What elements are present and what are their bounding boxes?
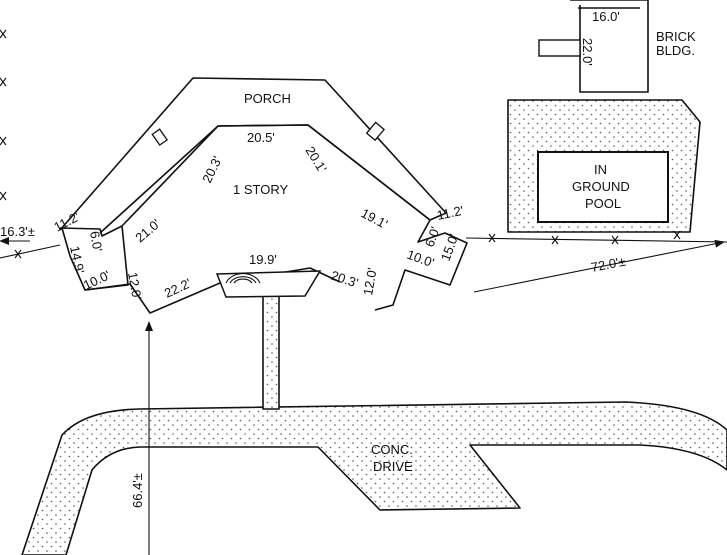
porch-step-left [151,128,169,146]
fence-line-right [465,237,727,243]
dim-20-1: 20.1' [302,144,329,176]
dim-12-0-right: 12.0' [360,267,380,297]
front-stoop [215,270,322,298]
drive-label-2: DRIVE [373,459,413,474]
dim-6-0-right: 6.0' [422,225,443,249]
pool-label-1: IN [594,162,607,177]
house-front-lower [84,267,341,314]
dim-19-1: 19.1' [359,205,391,231]
house-outline [59,124,468,311]
brick-bldg-tab [538,39,581,57]
dim-22-0: 22.0' [580,38,595,66]
dim-11-2-left: 11.2' [51,209,82,235]
dim-66-4: 66.4'± [130,473,145,508]
dim-15-0: 15.0' [438,232,462,263]
dim-12-0-left: 12.0' [125,271,145,301]
dim-6-0-left: 6.0' [87,230,105,253]
pool-label-3: POOL [585,196,621,211]
left-fence-marks [0,29,7,201]
dim-16-3: 16.3'± [0,224,35,239]
in-ground-pool [537,151,669,223]
dim-20-3-lower: 20.3' [329,268,360,291]
walkway [262,295,280,410]
dim-21-0: 21.0' [132,216,163,245]
concrete-drive [21,401,727,555]
dim-14-9: 14.9' [67,245,87,275]
fence-line-left [0,244,61,259]
fence-marks-right [488,230,681,245]
dim-16-0: 16.0' [592,9,620,24]
dim-72-0: 72.0'± [590,254,627,275]
brick-building [570,0,649,93]
porch-label: PORCH [244,91,291,106]
dim-20-5: 20.5' [247,130,275,145]
story-label: 1 STORY [233,182,288,197]
drive-label-1: CONC. [371,442,413,457]
dim-line-72 [473,239,725,293]
stoop-arc-marks [225,273,261,284]
brick-label-2: BLDG. [656,43,695,58]
fence-mark-left [14,249,22,259]
dim-20-3-upper: 20.3' [199,154,225,186]
brick-label-1: BRICK [656,29,696,44]
dim-10-0-right: 10.0' [405,247,436,271]
pool-label-2: GROUND [572,179,630,194]
dim-11-2-right: 11.2' [436,203,465,223]
porch-step-right [365,121,386,142]
dim-19-9: 19.9' [249,252,277,267]
